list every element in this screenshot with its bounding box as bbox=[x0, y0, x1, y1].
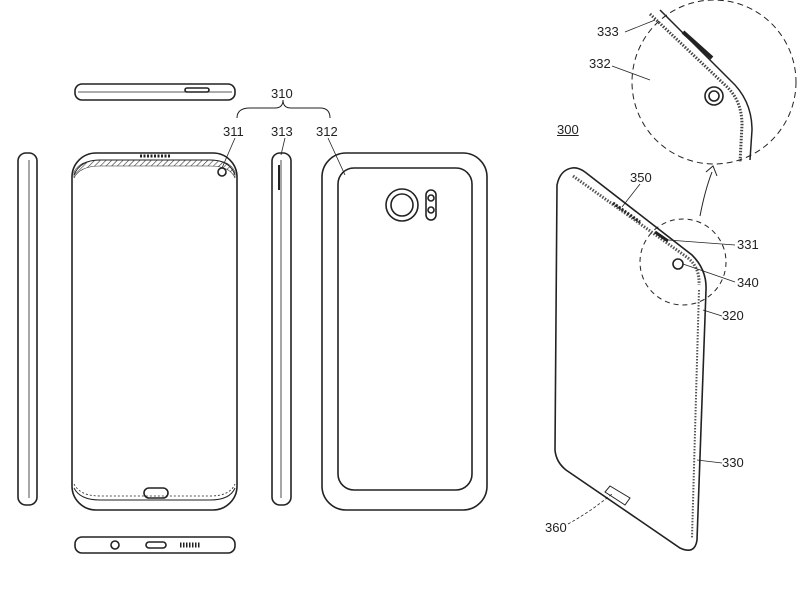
label-331: 331 bbox=[737, 237, 759, 252]
bottom-view bbox=[74, 536, 236, 554]
label-313: 313 bbox=[271, 124, 293, 139]
leader-line-311 bbox=[221, 137, 236, 169]
label-333: 333 bbox=[597, 24, 619, 39]
label-300: 300 bbox=[557, 122, 579, 137]
label-312: 312 bbox=[316, 124, 338, 139]
label-311: 311 bbox=[223, 124, 244, 139]
perspective-device bbox=[554, 0, 797, 551]
label-330: 330 bbox=[722, 455, 744, 470]
left-side-view bbox=[17, 152, 38, 506]
brace-310 bbox=[236, 99, 331, 119]
leader-line-312 bbox=[327, 137, 346, 176]
detail-zoom-circle bbox=[631, 0, 797, 165]
right-side-view bbox=[271, 152, 292, 506]
detail-callout-circle bbox=[639, 218, 727, 306]
label-332: 332 bbox=[589, 56, 611, 71]
label-360: 360 bbox=[545, 520, 567, 535]
label-340: 340 bbox=[737, 275, 759, 290]
detail-arrow bbox=[699, 171, 713, 217]
rear-view bbox=[321, 152, 488, 511]
label-350: 350 bbox=[630, 170, 652, 185]
top-view bbox=[74, 83, 236, 101]
label-310: 310 bbox=[271, 86, 293, 101]
leader-line-313 bbox=[280, 137, 286, 156]
label-320: 320 bbox=[722, 308, 744, 323]
front-view bbox=[71, 152, 238, 511]
